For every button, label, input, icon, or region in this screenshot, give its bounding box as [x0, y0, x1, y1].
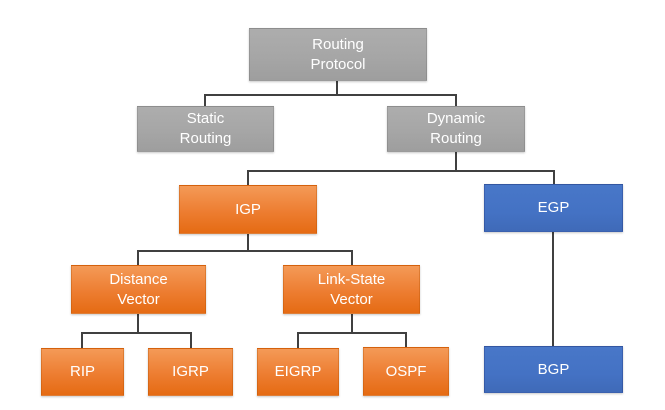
node-igrp: IGRP	[148, 348, 233, 396]
node-static-routing-label: Static Routing	[179, 110, 232, 147]
edge-igp-drop	[247, 170, 249, 186]
edge-dynamic-routing-drop	[455, 94, 457, 107]
node-igp-label: IGP	[235, 200, 261, 218]
edge-dynamic-routing-stem	[455, 152, 457, 171]
node-dynamic-routing: Dynamic Routing	[387, 106, 525, 152]
node-dynamic-routing-label: Dynamic Routing	[426, 110, 486, 147]
node-igrp-label: IGRP	[172, 363, 209, 380]
edge-static-routing-drop	[204, 94, 206, 107]
edge-egp-to-bgp	[552, 232, 554, 346]
edge-distance-vector-stem	[137, 314, 139, 333]
node-rip-label: RIP	[69, 363, 95, 380]
node-eigrp-label: EIGRP	[274, 363, 322, 380]
node-routing-protocol: Routing Protocol	[249, 28, 427, 81]
edge-root-stem	[336, 81, 338, 95]
node-egp-label: EGP	[537, 199, 570, 216]
edge-level4-right-bar	[297, 332, 407, 334]
edge-link-state-stem	[351, 314, 353, 333]
node-bgp: BGP	[484, 346, 623, 393]
edge-level4-left-bar	[81, 332, 192, 334]
node-routing-protocol-label: Routing Protocol	[310, 35, 366, 73]
edge-eigrp-drop	[297, 332, 299, 349]
edge-egp-drop	[553, 170, 555, 185]
edge-level1-bar	[204, 94, 457, 96]
node-igp: IGP	[179, 185, 317, 234]
edge-rip-drop	[81, 332, 83, 349]
edge-level2-bar	[247, 170, 555, 172]
edge-distance-vector-drop	[137, 250, 139, 266]
edge-igrp-drop	[190, 332, 192, 349]
node-ospf-label: OSPF	[385, 362, 427, 380]
node-eigrp: EIGRP	[257, 348, 339, 396]
node-rip: RIP	[41, 348, 124, 396]
edge-level3-bar	[137, 250, 353, 252]
edge-ospf-drop	[405, 332, 407, 348]
node-ospf: OSPF	[363, 347, 449, 396]
node-link-state-vector: Link-State Vector	[283, 265, 420, 314]
node-distance-vector: Distance Vector	[71, 265, 206, 314]
node-bgp-label: BGP	[537, 360, 570, 378]
node-distance-vector-label: Distance Vector	[109, 270, 168, 308]
edge-link-state-drop	[351, 250, 353, 266]
node-static-routing: Static Routing	[137, 106, 274, 152]
node-link-state-vector-label: Link-State Vector	[317, 270, 386, 308]
node-egp: EGP	[484, 184, 623, 232]
edge-igp-stem	[247, 234, 249, 251]
